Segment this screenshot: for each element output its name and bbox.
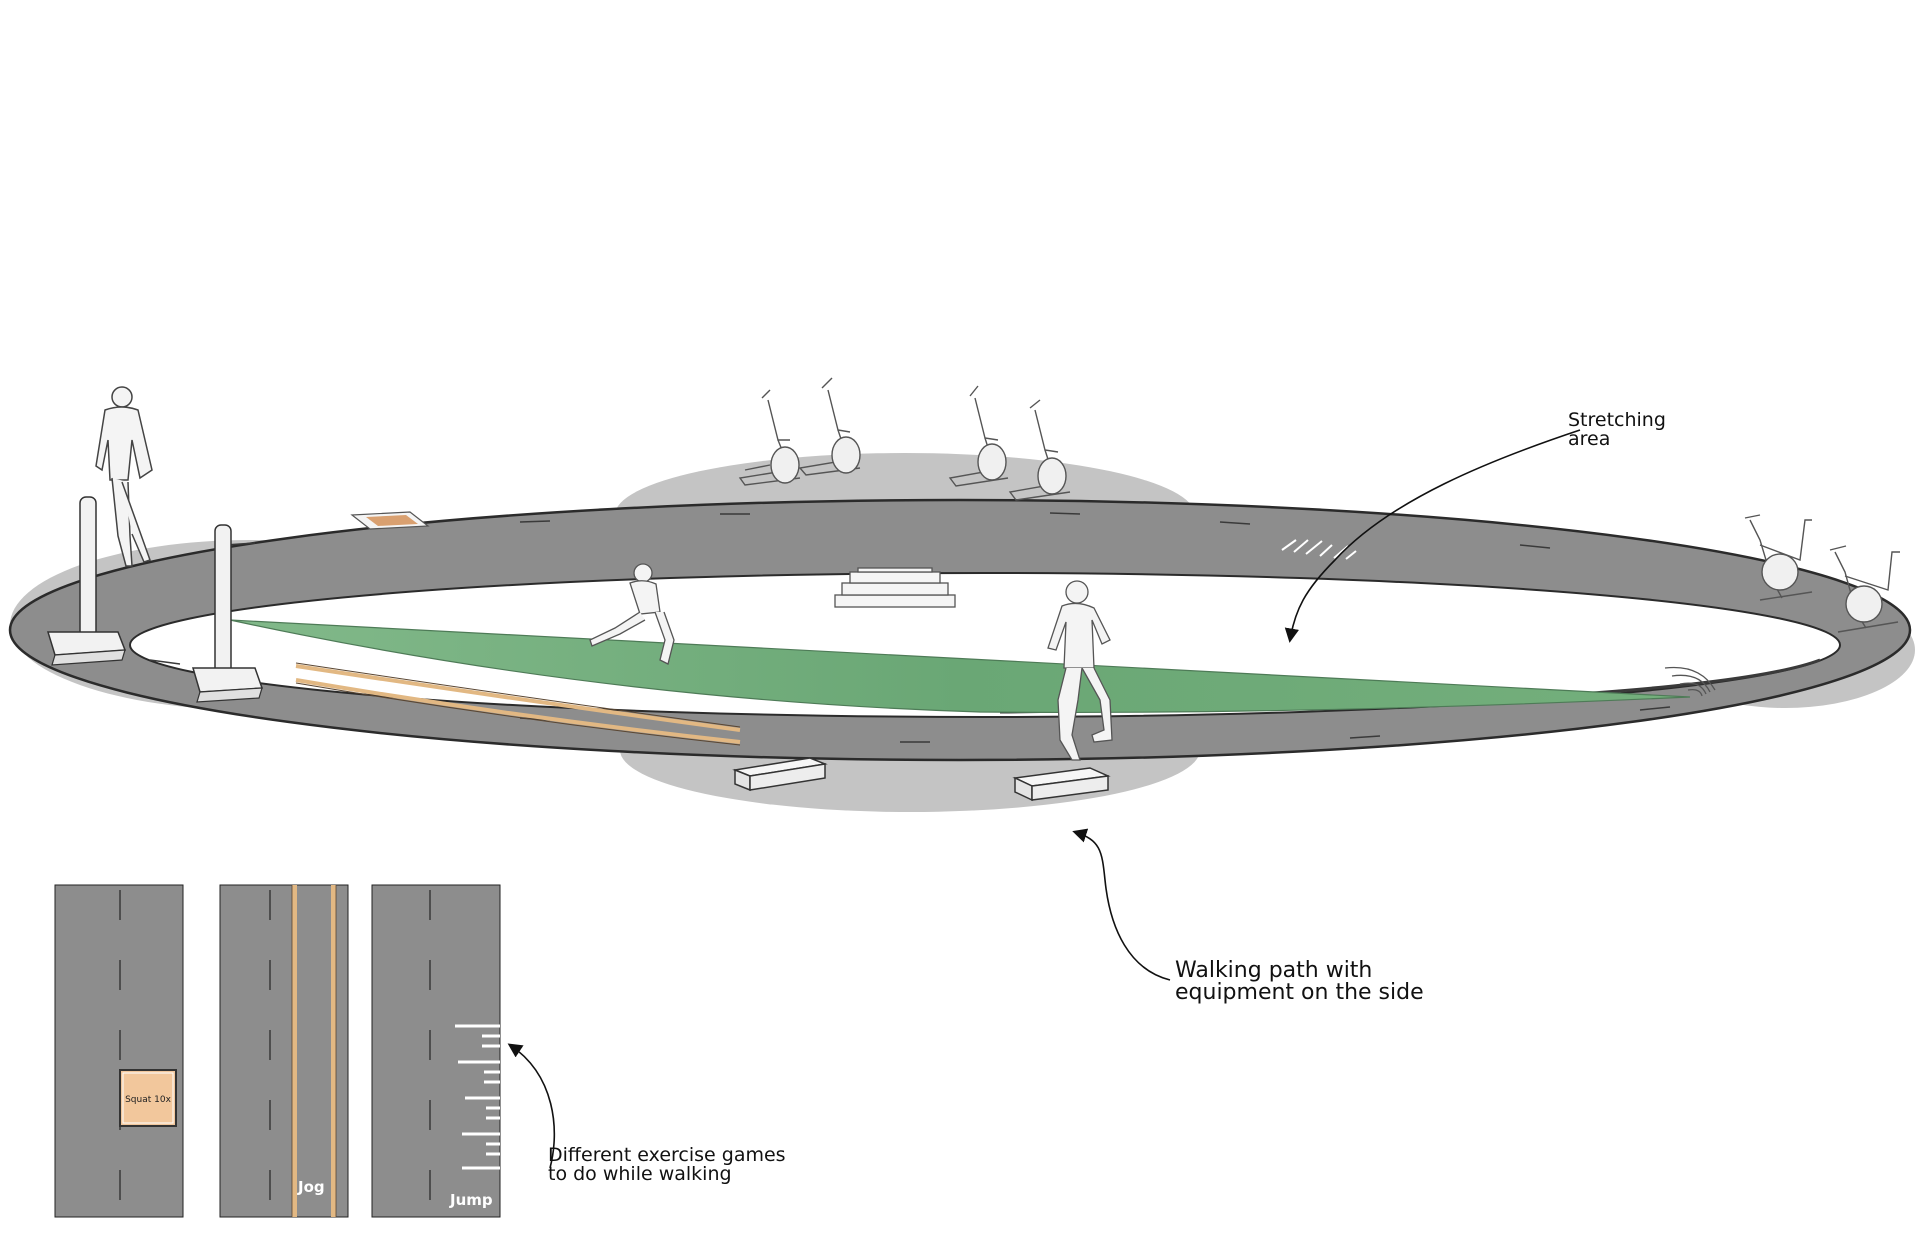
jump-marks-on-track [1281, 539, 1357, 560]
stretching-area-label: Stretching area [1568, 411, 1666, 449]
walking-label-line-2: equipment on the side [1175, 980, 1424, 1005]
jog-lines-on-track [295, 662, 741, 746]
stairs-icon [834, 567, 956, 608]
jog-label: Jog [297, 1178, 325, 1196]
jump-label: Jump [449, 1191, 493, 1209]
stationary-bikes [1744, 514, 1900, 633]
walking-label-line-1: Walking path with [1175, 958, 1373, 983]
elliptical-trainer-icon [738, 389, 801, 486]
stretching-label-line-1: Stretching [1568, 409, 1666, 431]
jump-marks [455, 1024, 500, 1170]
games-label-line-2: to do while walking [548, 1163, 732, 1185]
stationary-bike-icon [1744, 514, 1813, 601]
elliptical-trainers [738, 377, 1071, 501]
exercise-strip-jog: Jog [219, 884, 349, 1218]
step-box-icon [732, 757, 828, 792]
exercise-strip-jump: Jump [371, 884, 501, 1218]
exercise-strip-squat: Squat 10x [54, 884, 184, 1218]
lunging-person-icon [589, 563, 675, 665]
track-inner-hole [129, 572, 1841, 718]
walking-path-label: Walking path with equipment on the side [1175, 960, 1424, 1004]
stationary-bike-icon [1829, 545, 1900, 633]
elliptical-trainer-icon [798, 377, 861, 476]
squat-label: Squat 10x [125, 1095, 171, 1105]
elliptical-trainer-icon [1008, 399, 1071, 501]
arrow-icon [507, 1043, 556, 1169]
squat-pad-on-track [350, 511, 430, 530]
elliptical-trainer-icon [948, 385, 1009, 487]
bollard-icon [192, 524, 264, 703]
games-label-line-1: Different exercise games [548, 1144, 786, 1166]
exercise-games-label: Different exercise games to do while wal… [548, 1146, 786, 1184]
stepping-person-icon [1047, 580, 1113, 761]
stairs-icon [1664, 666, 1716, 697]
annotation-arrows [507, 429, 1581, 1169]
walking-person-icon [95, 386, 153, 567]
squat-pad [119, 1069, 177, 1127]
arrow-icon [1284, 429, 1581, 643]
bollard-icon [46, 496, 127, 666]
arrow-icon [1072, 828, 1171, 981]
step-box-icon [1012, 767, 1111, 802]
stretching-label-line-2: area [1568, 428, 1611, 450]
